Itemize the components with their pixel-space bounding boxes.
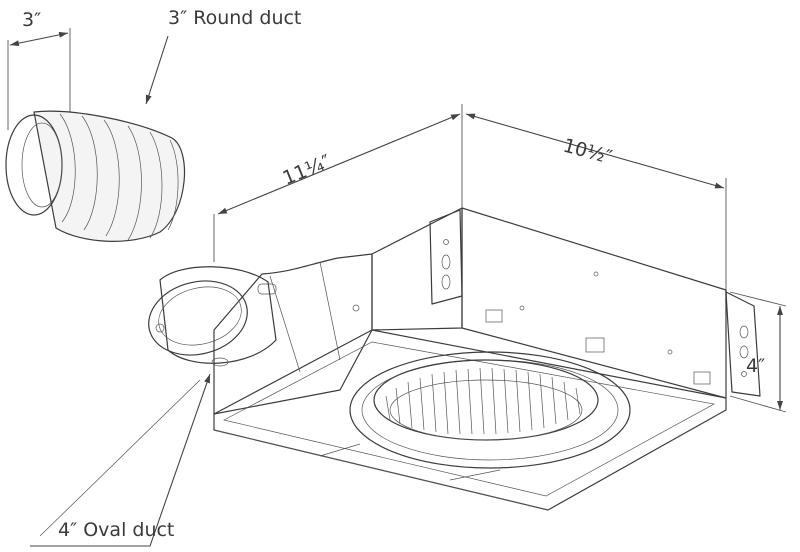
fan-wheel-blades — [385, 367, 581, 435]
height-label: 4″ — [746, 355, 765, 377]
round-duct-width-dimension: 3″ — [7, 9, 71, 130]
length-dimension: 11¼″ — [213, 104, 463, 262]
oval-duct-connector — [148, 266, 277, 367]
oval-duct-callout: 4″ Oval duct — [30, 373, 211, 547]
fan-housing — [213, 207, 761, 511]
round-duct-label: 3″ Round duct — [168, 7, 301, 29]
round-duct-width-label: 3″ — [22, 9, 41, 31]
round-duct-drawing — [5, 110, 185, 242]
width-dimension: 10½″ — [465, 113, 727, 290]
round-duct-callout: 3″ Round duct — [145, 7, 301, 105]
width-label: 10½″ — [561, 135, 615, 169]
length-label: 11¼″ — [280, 151, 334, 190]
height-dimension: 4″ — [729, 291, 787, 413]
oval-duct-label: 4″ Oval duct — [58, 519, 174, 541]
